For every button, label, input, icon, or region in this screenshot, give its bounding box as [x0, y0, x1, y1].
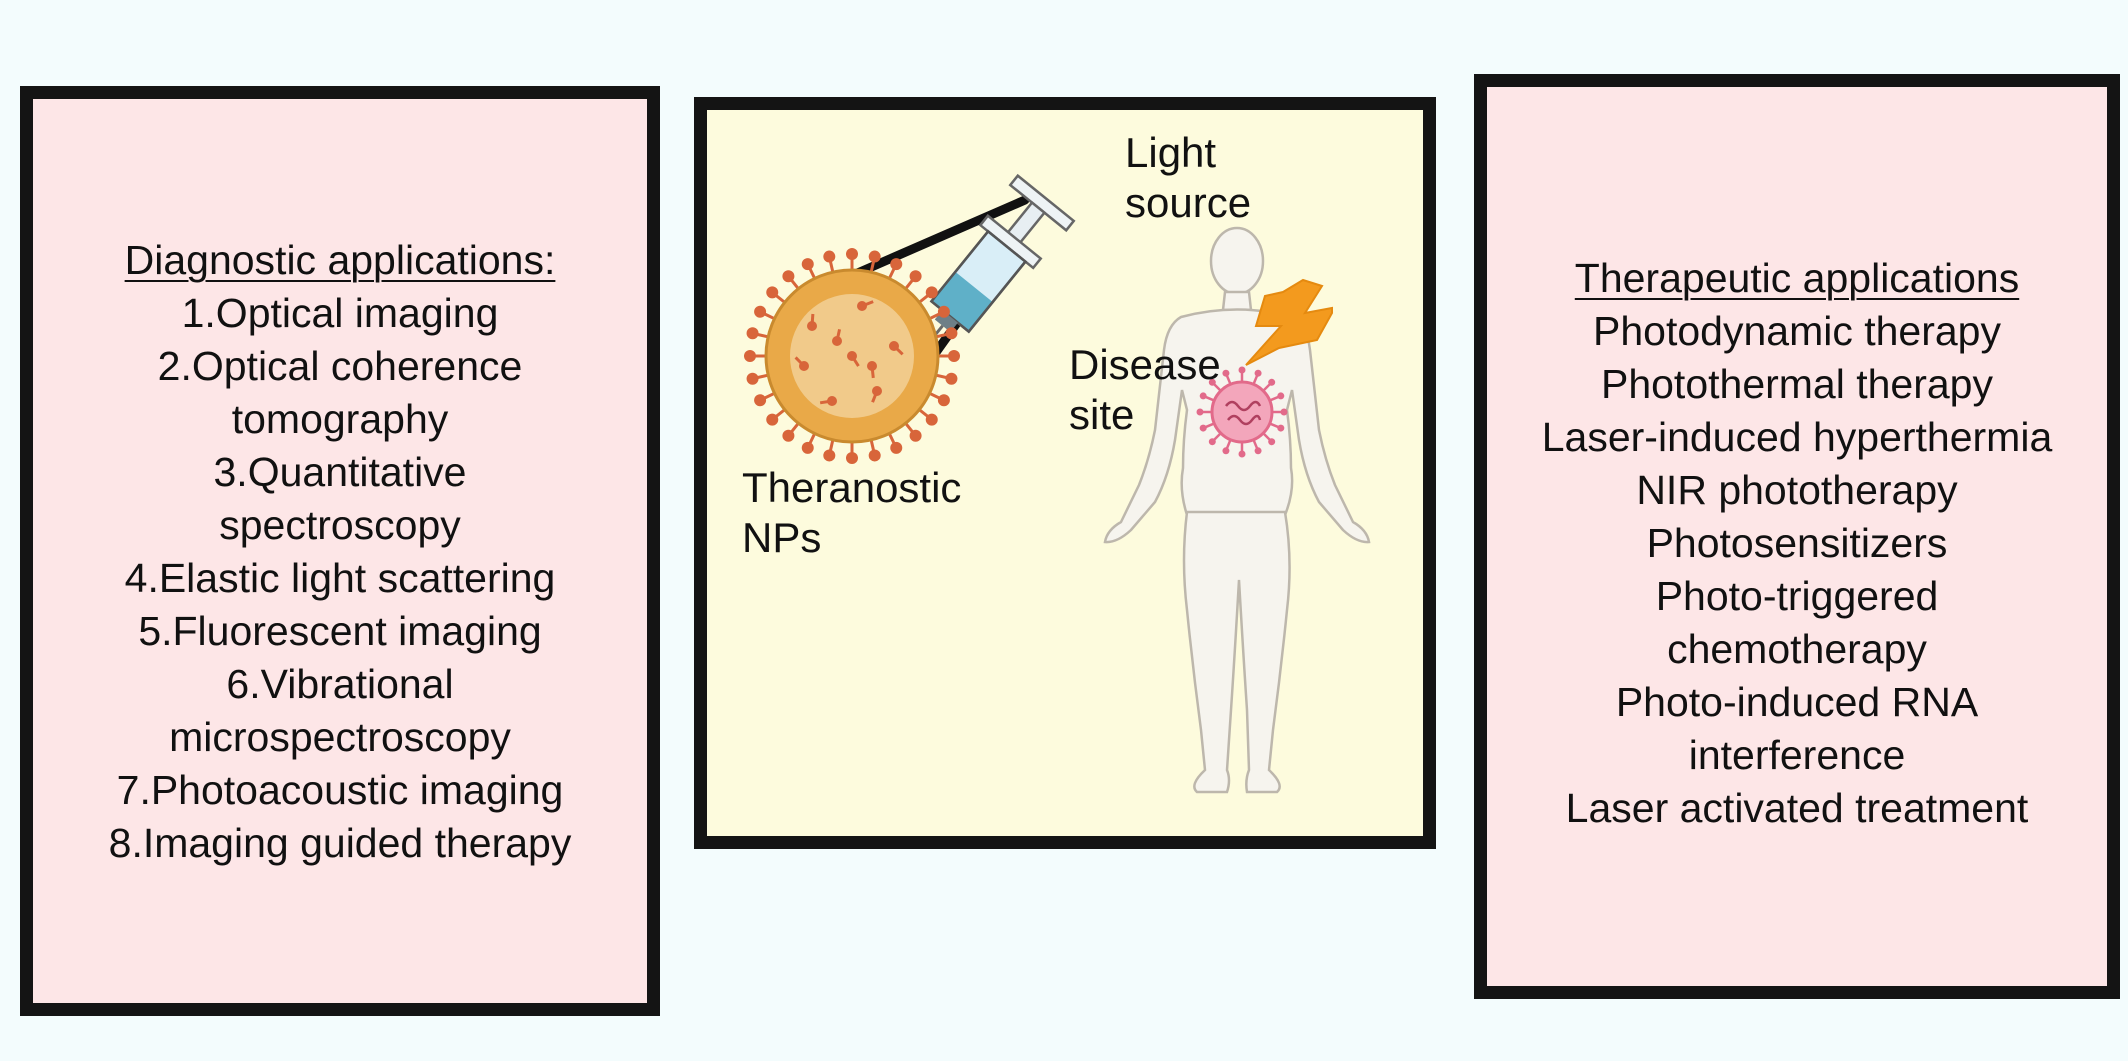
np-spike-tip	[890, 258, 903, 271]
cell-spike-tip	[1277, 392, 1285, 400]
disease-site-label-line: Disease	[1069, 341, 1221, 388]
cell-spike-tip	[1268, 438, 1276, 446]
np-spike-tip	[868, 449, 881, 462]
light-source-label-line: Light	[1125, 129, 1217, 176]
cell-spike-tip	[1222, 369, 1230, 377]
np-spike-tip	[945, 372, 958, 385]
syringe-icon	[902, 173, 1076, 375]
nanoparticle-icon	[744, 248, 960, 464]
np-spike-tip	[846, 452, 858, 464]
therapeutic-heading: Therapeutic applications	[1574, 255, 2020, 301]
cell-rna	[1225, 400, 1262, 412]
illustration-panel: Light source Disease site Theranostic NP…	[694, 97, 1436, 849]
cell-spike-tip	[1199, 392, 1207, 400]
diagnostic-item: tomography	[231, 396, 449, 442]
np-spike-tip	[890, 441, 903, 454]
np-spike-tip	[744, 350, 756, 362]
therapeutic-panel: Therapeutic applications Photodynamic th…	[1474, 74, 2120, 999]
theranostic-nps-label-line: NPs	[742, 514, 822, 561]
diagnostic-item: spectroscopy	[219, 502, 461, 548]
diagnostic-item: 7.Photoacoustic imaging	[116, 767, 564, 813]
therapeutic-item: Photo-triggered	[1655, 573, 1939, 619]
cell-spike-tip	[1254, 447, 1262, 455]
diagnostic-item: 1.Optical imaging	[181, 290, 499, 336]
np-spike-tip	[868, 250, 881, 263]
therapeutic-item: Laser activated treatment	[1565, 785, 2029, 831]
therapeutic-item: interference	[1688, 732, 1906, 778]
np-inner-dot	[827, 396, 837, 406]
np-spike-tip	[801, 441, 814, 454]
light-source-label: Light source	[1125, 128, 1251, 228]
disease-site-label: Disease site	[1069, 340, 1221, 440]
disease-site-label-line: site	[1069, 391, 1135, 438]
theranostic-nps-label: Theranostic NPs	[742, 463, 961, 563]
np-spike-tip	[925, 286, 938, 299]
np-inner-dot	[867, 361, 877, 371]
np-inner-dot	[847, 351, 857, 361]
therapeutic-item: chemotherapy	[1667, 626, 1927, 672]
therapeutic-item: Laser-induced hyperthermia	[1541, 414, 2053, 460]
therapeutic-list: Therapeutic applications Photodynamic th…	[1487, 252, 2107, 835]
diagnostic-item: 4.Elastic light scattering	[124, 555, 556, 601]
np-spike-tip	[754, 394, 767, 407]
np-spike-tip	[754, 305, 767, 318]
diagnostic-item: microspectroscopy	[169, 714, 511, 760]
diagnostic-item: 5.Fluorescent imaging	[138, 608, 542, 654]
illustration-canvas	[744, 173, 1371, 794]
cell-rna	[1227, 414, 1262, 426]
np-inner-dot	[857, 301, 867, 311]
np-inner-dot	[832, 336, 842, 346]
cell-spike-tip	[1222, 447, 1230, 455]
cell-spike-tip	[1277, 424, 1285, 432]
np-spike-tip	[766, 413, 779, 426]
np-spike-tip	[945, 327, 958, 340]
np-spike-tip	[823, 449, 836, 462]
np-spike-tip	[823, 250, 836, 263]
cell-body	[1210, 380, 1274, 444]
cell-spike-tip	[1238, 450, 1246, 458]
np-spike-tip	[937, 305, 950, 318]
cell-spike-tip	[1254, 369, 1262, 377]
cell-spike-tip	[1199, 424, 1207, 432]
cell-spike-tip	[1238, 366, 1246, 374]
np-spike-tip	[746, 327, 759, 340]
cell-spike-tip	[1196, 408, 1204, 416]
diagnostic-panel: Diagnostic applications: 1.Optical imagi…	[20, 86, 660, 1016]
np-spike-tip	[948, 350, 960, 362]
np-spike-tip	[909, 270, 922, 283]
np-spike-tip	[925, 413, 938, 426]
diagnostic-heading: Diagnostic applications:	[124, 237, 556, 283]
light-source-label-line: source	[1125, 179, 1252, 226]
np-spike-tip	[801, 258, 814, 271]
np-inner-dot	[872, 386, 882, 396]
diagnostic-list: Diagnostic applications: 1.Optical imagi…	[33, 234, 647, 870]
therapeutic-item: Photodynamic therapy	[1593, 308, 2001, 354]
diagnostic-item: 6.Vibrational	[226, 661, 454, 707]
lightning-bolt-icon	[1245, 278, 1333, 366]
cell-spike-tip	[1208, 378, 1216, 386]
therapeutic-item: Photosensitizers	[1646, 520, 1948, 566]
np-inner-dot	[889, 341, 899, 351]
cell-spike-tip	[1268, 378, 1276, 386]
np-inner-dot	[807, 321, 817, 331]
np-inner-dot	[799, 361, 809, 371]
np-spike-tip	[766, 286, 779, 299]
cell-spike-tip	[1208, 438, 1216, 446]
np-spike-tip	[782, 270, 795, 283]
diagnostic-item: 8.Imaging guided therapy	[108, 820, 572, 866]
theranostic-nps-label-line: Theranostic	[742, 464, 962, 511]
therapeutic-item: NIR phototherapy	[1636, 467, 1958, 513]
cell-spike-tip	[1280, 408, 1288, 416]
disease-cell-icon	[1196, 366, 1288, 458]
np-spike-tip	[746, 372, 759, 385]
diagnostic-item: 2.Optical coherence	[157, 343, 523, 389]
therapeutic-item: Photo-induced RNA	[1615, 679, 1979, 725]
therapeutic-item: Photothermal therapy	[1600, 361, 1993, 407]
diagnostic-item: 3.Quantitative	[213, 449, 467, 495]
np-spike-tip	[846, 248, 858, 260]
np-spike-tip	[782, 429, 795, 442]
np-spike-tip	[909, 429, 922, 442]
np-spike-tip	[937, 394, 950, 407]
